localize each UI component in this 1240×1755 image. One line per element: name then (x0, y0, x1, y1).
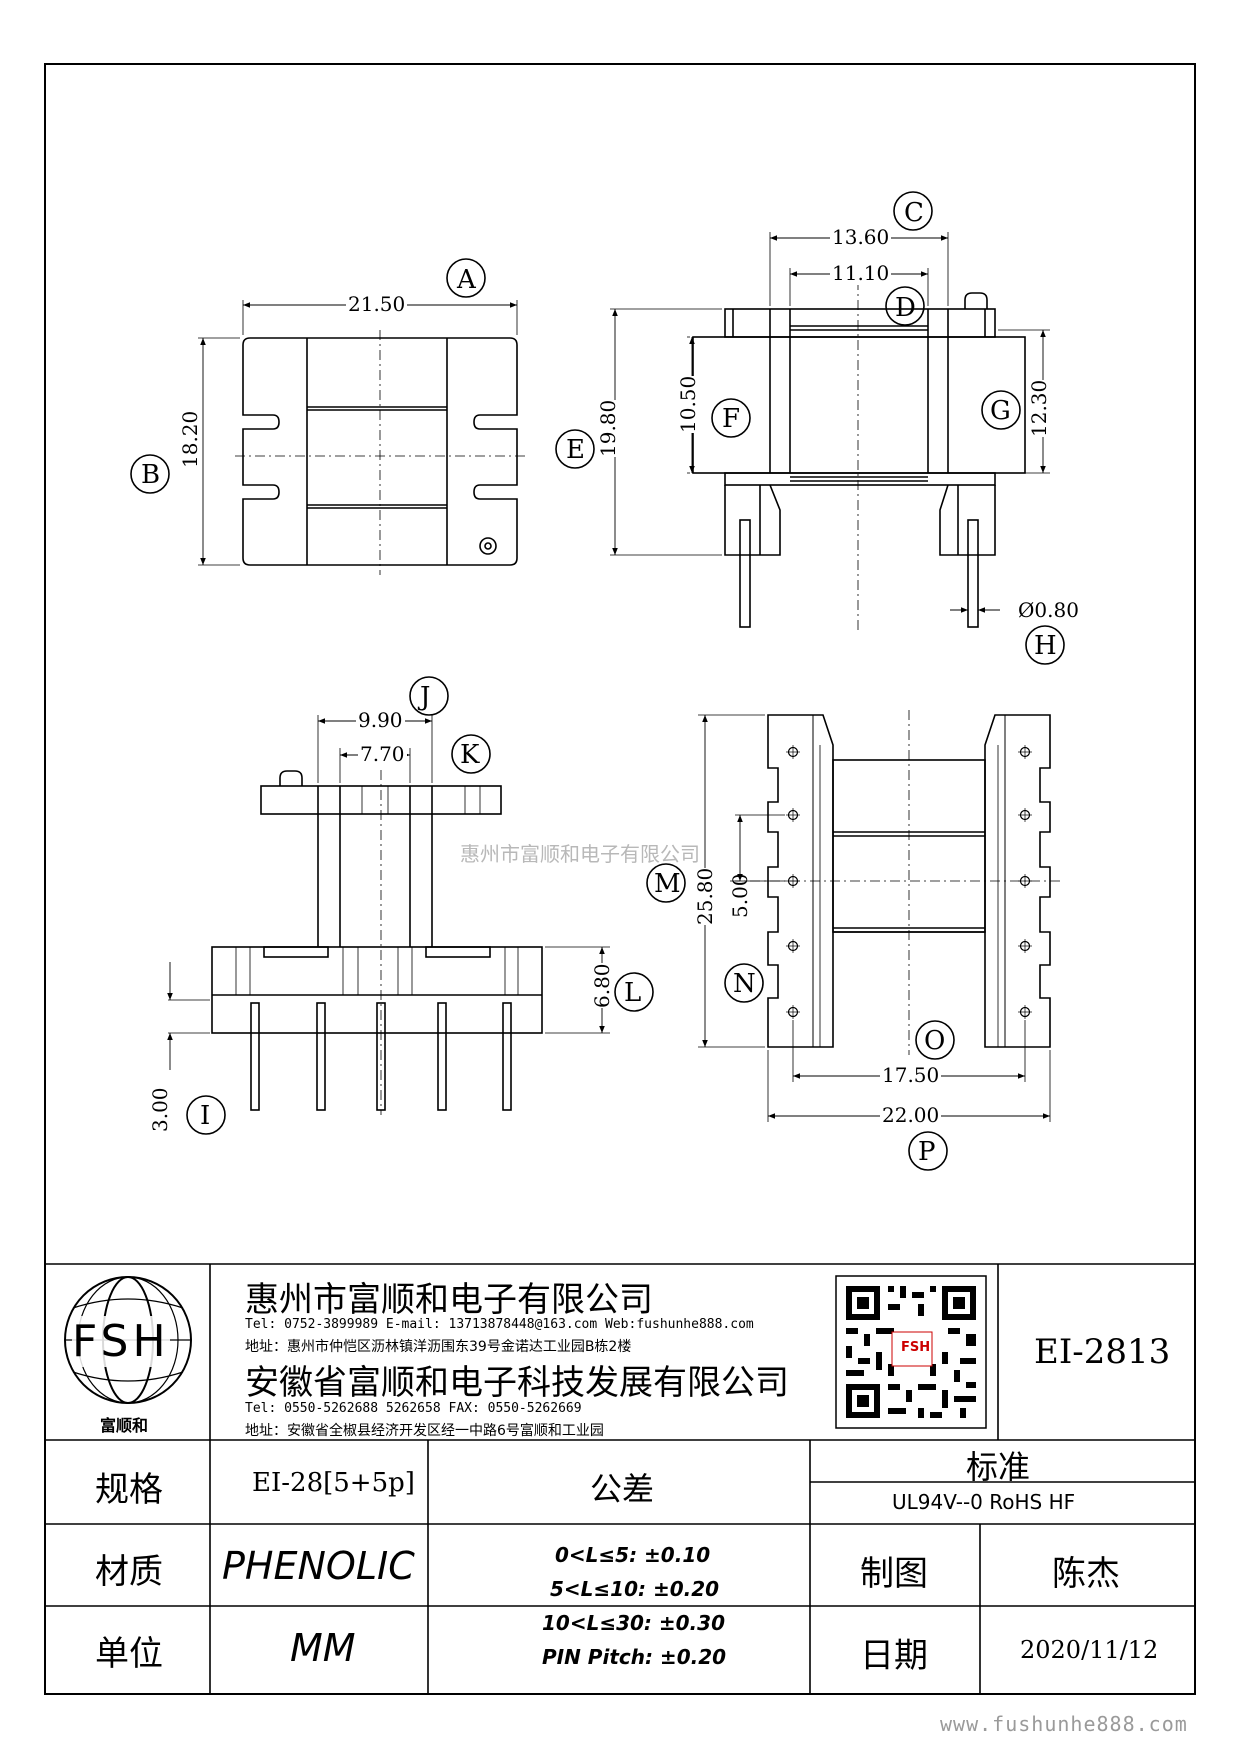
label-j: J (420, 682, 431, 712)
watermark-bottom: www.fushunhe888.com (940, 1712, 1188, 1736)
company2-address: 地址：安徽省全椒县经济开发区经一中路6号富顺和工业园 (245, 1423, 604, 1439)
front-view (555, 191, 1065, 665)
logo-globe (64, 1276, 192, 1404)
label-g: G (990, 396, 1011, 426)
watermark-center: 惠州市富顺和电子有限公司 (460, 842, 700, 866)
drawn-value: 陈杰 (1052, 1554, 1120, 1594)
dim-front-core-height: 10.50 (676, 375, 700, 433)
tolerance-label: 公差 (590, 1470, 655, 1508)
tolerance-3: 10<L≤30: ±0.30 (542, 1611, 725, 1635)
dim-bottom-pitch: 5.00 (728, 873, 752, 918)
dim-front-total-height: 19.80 (596, 399, 620, 457)
top-view (130, 258, 525, 575)
company1-name: 惠州市富顺和电子有限公司 (245, 1280, 653, 1320)
dim-bottom-width: 22.00 (880, 1103, 942, 1127)
bottom-view (646, 710, 1060, 1171)
standard-value: UL94V--0 RoHS HF (892, 1490, 1076, 1514)
spec-label: 规格 (95, 1470, 163, 1510)
label-d: D (895, 293, 916, 323)
unit-label: 单位 (95, 1634, 163, 1674)
dim-bottom-height: 25.80 (693, 867, 717, 925)
label-o: O (924, 1026, 946, 1056)
date-value: 2020/11/12 (1020, 1636, 1159, 1664)
company2-name: 安徽省富顺和电子科技发展有限公司 (245, 1363, 789, 1403)
label-a: A (457, 265, 476, 295)
date-label: 日期 (860, 1636, 928, 1676)
drawing-frame (44, 63, 1196, 1695)
label-e: E (566, 435, 585, 465)
dim-top-height: 18.20 (178, 410, 202, 468)
label-f: F (722, 404, 741, 434)
label-m: M (654, 869, 681, 899)
company1-contact: Tel: 0752-3899989 E-mail: 13713878448@16… (245, 1317, 754, 1332)
logo-caption: 富顺和 (100, 1416, 149, 1435)
dim-side-pin-length: 3.00 (148, 1087, 172, 1132)
dim-front-pin: Ø0.80 (1018, 598, 1079, 622)
dim-front-inner: 11.10 (830, 261, 892, 285)
label-k: K (460, 740, 480, 770)
qr-code (835, 1275, 987, 1429)
dim-top-width: 21.50 (346, 292, 408, 316)
label-h: H (1034, 631, 1057, 661)
tolerance-1: 0<L≤5: ±0.10 (555, 1543, 711, 1567)
label-b: B (141, 460, 161, 490)
side-view (167, 676, 654, 1135)
label-i: I (200, 1101, 211, 1131)
company1-address: 地址：惠州市仲恺区沥林镇洋沥围东39号金诺达工业园B栋2楼 (245, 1339, 632, 1355)
part-number: EI-2813 (1034, 1332, 1171, 1372)
logo-text: FSH (72, 1316, 170, 1367)
label-n: N (733, 969, 756, 999)
standard-label: 标准 (966, 1448, 1031, 1486)
material-value: PHENOLIC (222, 1544, 415, 1588)
dim-front-outer: 13.60 (830, 225, 892, 249)
tolerance-4: PIN Pitch: ±0.20 (542, 1645, 727, 1669)
company2-contact: Tel: 0550-5262688 5262658 FAX: 0550-5262… (245, 1401, 582, 1416)
dim-side-base: 6.80 (590, 963, 614, 1008)
qr-badge: FSH (901, 1340, 931, 1355)
title-block-grid (45, 1263, 1195, 1694)
dim-bottom-pin-span: 17.50 (880, 1063, 942, 1087)
label-p: P (918, 1137, 936, 1167)
dim-side-outer: 9.90 (356, 708, 405, 732)
spec-value: EI-28[5+5p] (252, 1468, 415, 1498)
dim-front-flange-height: 12.30 (1027, 379, 1051, 437)
dim-side-inner: 7.70 (358, 742, 407, 766)
material-label: 材质 (95, 1552, 163, 1592)
label-c: C (904, 198, 924, 228)
tolerance-2: 5<L≤10: ±0.20 (550, 1577, 720, 1601)
unit-value: MM (290, 1626, 356, 1670)
drawn-label: 制图 (860, 1554, 928, 1594)
label-l: L (624, 978, 642, 1008)
